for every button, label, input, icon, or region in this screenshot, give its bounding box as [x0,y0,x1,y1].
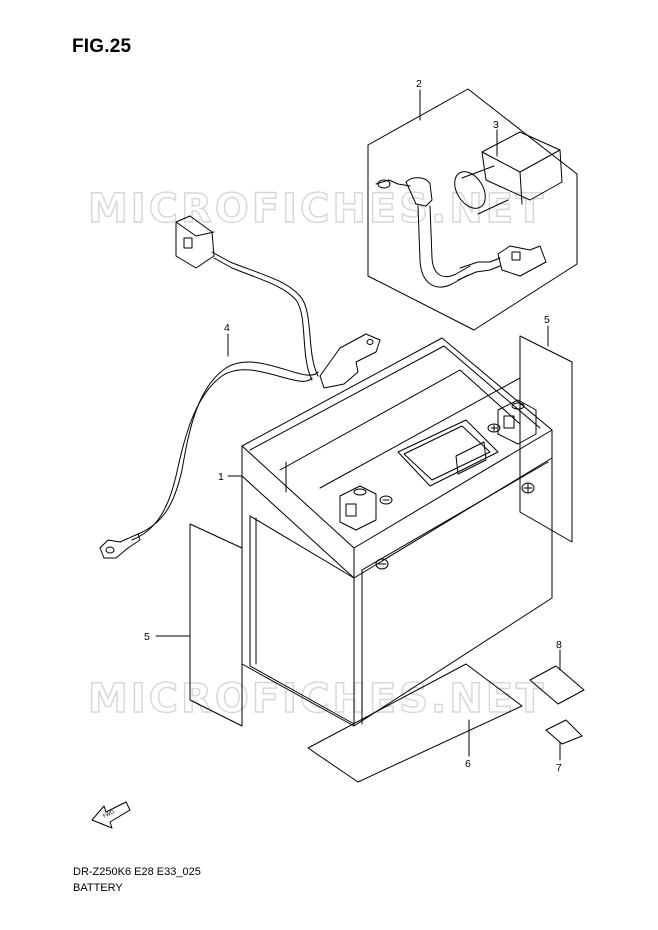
model-code: DR-Z250K6 E28 E33_025 [73,866,201,878]
callout-8: 8 [556,639,562,651]
part-8-small-pad [529,665,585,705]
callout-2: 2 [416,78,422,90]
callout-1: 1 [218,471,224,483]
callout-7: 7 [556,762,562,774]
part-2-cable [375,177,547,288]
callout-6: 6 [465,758,471,770]
watermark-bottom: MICROFICHES.NET [88,676,546,722]
figure-title: FIG.25 [72,36,132,57]
leader-lines [155,89,561,761]
part-5-pad-right [519,335,573,543]
part-4-cable [99,215,381,559]
section-name: BATTERY [73,882,123,894]
part-7-small-pad [545,719,583,745]
part-2-inset-frame [367,88,578,331]
watermark-top: MICROFICHES.NET [88,186,546,232]
part-1-battery [241,337,553,727]
fwd-arrow-icon: FWD [91,801,131,829]
callout-3: 3 [493,119,499,131]
part-6-bottom-pad [307,663,523,783]
callout-5-left: 5 [144,631,150,643]
callout-4: 4 [224,322,230,334]
part-3-terminal-cover [454,131,563,215]
part-5-pad-left [189,523,243,727]
callout-5-right: 5 [544,314,550,326]
svg-text:FWD: FWD [102,809,115,820]
